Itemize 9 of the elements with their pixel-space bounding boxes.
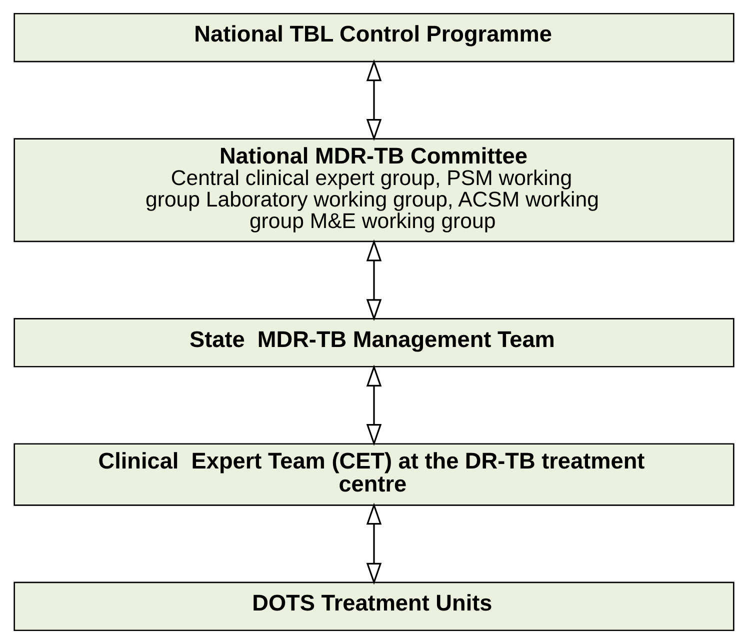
arrow: [366, 502, 382, 585]
node-box: Clinical Expert Team (CET) at the DR-TB treatment centre: [13, 443, 734, 506]
node-box: DOTS Treatment Units: [13, 582, 734, 632]
node-box: State MDR-TB Management Team: [13, 318, 734, 368]
node-box: National TBL Control Programme: [13, 12, 734, 62]
arrow: [366, 364, 382, 446]
arrow: [366, 59, 382, 141]
node-box: National MDR-TB Committee Central clinical expert group, PSM working group Laboratory working group, ACSM working group M&E working group: [13, 138, 734, 242]
arrow: [366, 239, 382, 321]
